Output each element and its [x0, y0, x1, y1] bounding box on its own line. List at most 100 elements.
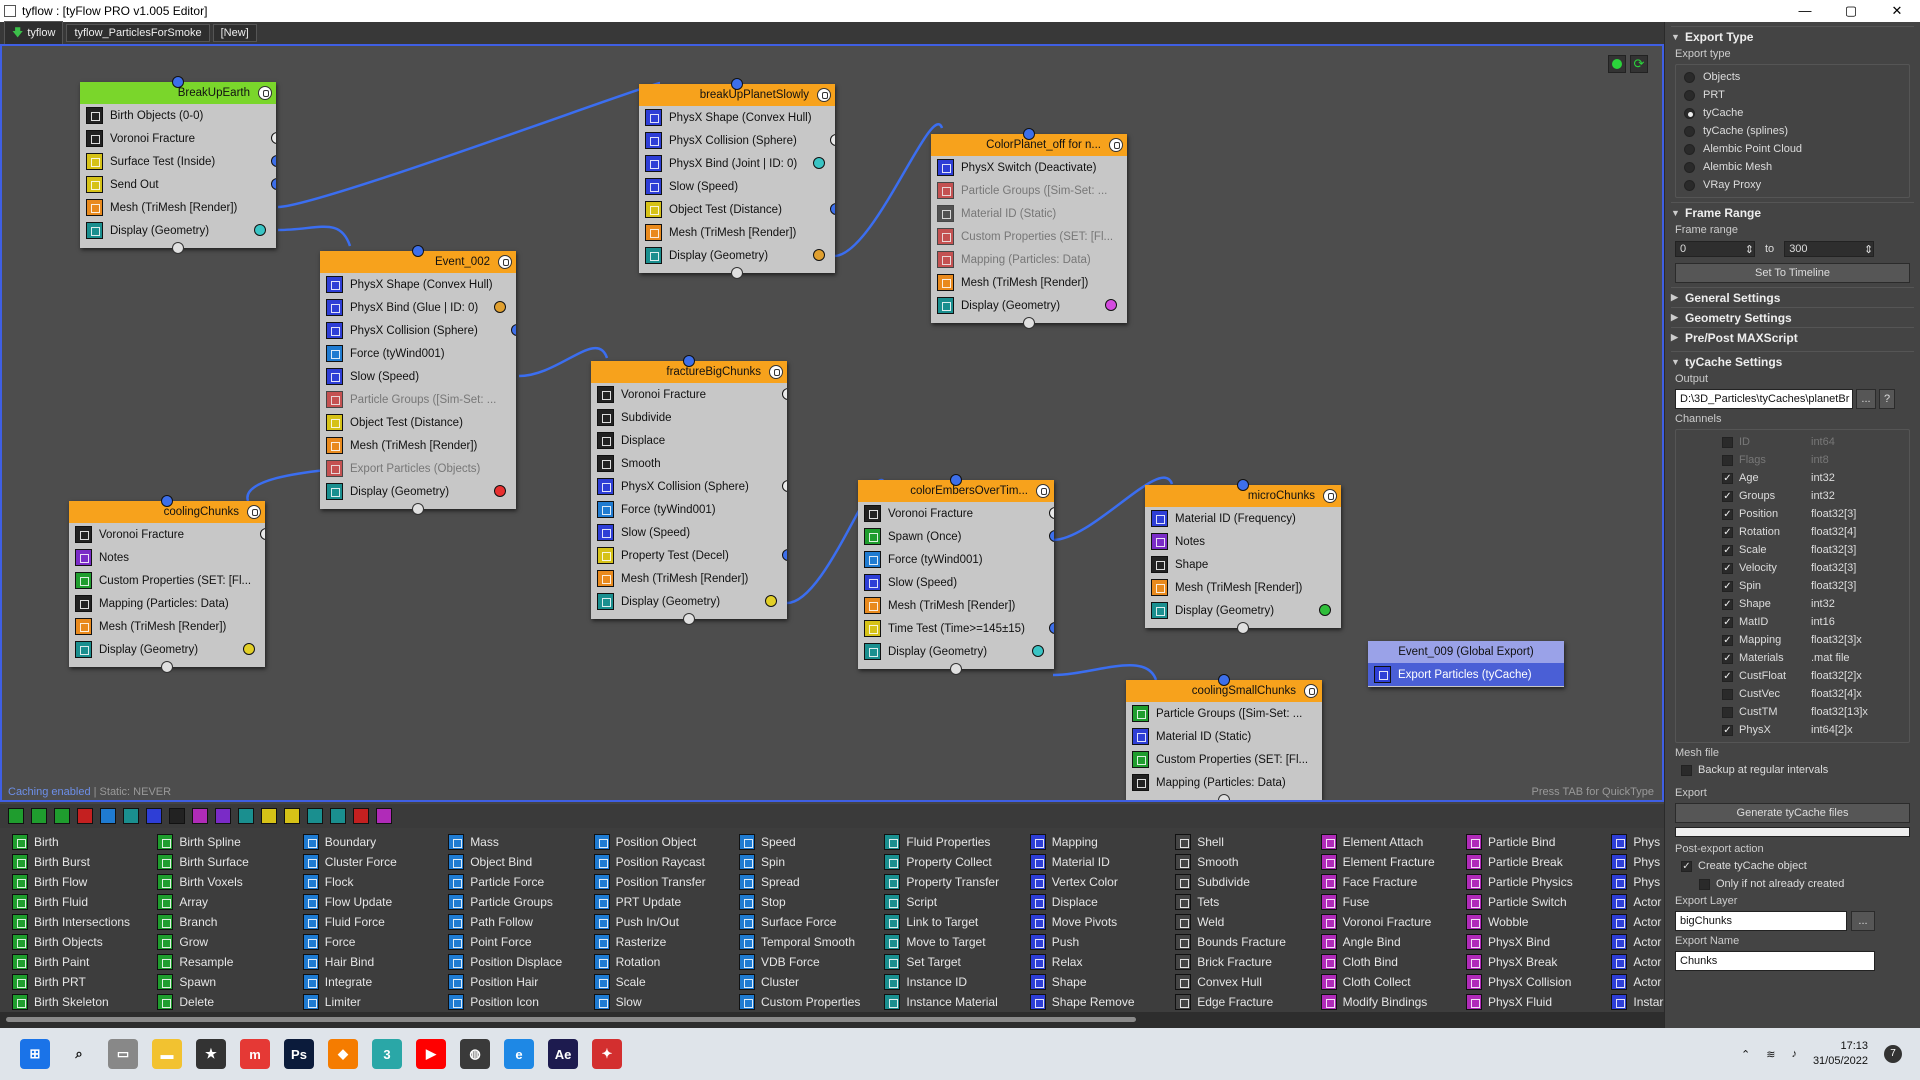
palette-operator[interactable]: Birth Spline: [157, 832, 248, 852]
input-port[interactable]: [1237, 479, 1249, 491]
palette-operator[interactable]: PhysX Bind: [1466, 932, 1573, 952]
bottom-port[interactable]: [161, 661, 173, 673]
operator-row[interactable]: Slow (Speed): [320, 365, 516, 388]
wifi-icon[interactable]: ≋: [1766, 1048, 1776, 1061]
output-port[interactable]: [1105, 299, 1117, 311]
channel-checkbox[interactable]: ✓: [1722, 580, 1733, 592]
event-node-n3[interactable]: ColorPlanet_off for n...PhysX Switch (De…: [931, 128, 1127, 329]
lightbulb-icon[interactable]: [817, 88, 831, 102]
bottom-port[interactable]: [950, 663, 962, 675]
palette-operator[interactable]: Shell: [1175, 832, 1286, 852]
palette-operator[interactable]: Position Transfer: [593, 872, 706, 892]
palette-operator[interactable]: Position Hair: [448, 972, 562, 992]
palette-operator[interactable]: Mapping: [1029, 832, 1135, 852]
palette-operator[interactable]: VDB Force: [739, 952, 860, 972]
channel-checkbox[interactable]: ✓: [1722, 490, 1733, 502]
operator-row[interactable]: Display (Geometry): [858, 640, 1054, 663]
palette-operator[interactable]: PhysX Collision: [1466, 972, 1573, 992]
operator-row[interactable]: Voronoi Fracture: [80, 127, 276, 150]
palette-operator[interactable]: Actor: [1611, 952, 1663, 972]
output-port[interactable]: [830, 134, 835, 146]
palette-operator[interactable]: Birth Surface: [157, 852, 249, 872]
create-tycache-object-checkbox[interactable]: ✓Create tyCache object: [1681, 860, 1807, 872]
palette-operator[interactable]: Path Follow: [448, 912, 562, 932]
operator-row[interactable]: Mesh (TriMesh [Render]): [69, 615, 265, 638]
palette-operator[interactable]: Resample: [157, 952, 248, 972]
backup-checkbox[interactable]: Backup at regular intervals: [1671, 761, 1914, 779]
channel-checkbox[interactable]: [1722, 454, 1733, 466]
palette-operator[interactable]: Voronoi Fracture: [1320, 912, 1435, 932]
operator-row[interactable]: Particle Groups ([Sim-Set: ...: [931, 179, 1127, 202]
operator-row[interactable]: Display (Geometry): [931, 294, 1127, 317]
palette-operator[interactable]: Link to Target: [884, 912, 999, 932]
channel-checkbox[interactable]: ✓: [1722, 508, 1733, 520]
palette-operator[interactable]: Fluid Force: [302, 912, 397, 932]
palette-scroll-thumb[interactable]: [6, 1017, 1136, 1022]
palette-operator[interactable]: Birth PRT: [12, 972, 130, 992]
close-button[interactable]: ✕: [1891, 3, 1903, 18]
operator-row[interactable]: Display (Geometry): [80, 219, 276, 242]
operator-row[interactable]: Display (Geometry): [69, 638, 265, 661]
operator-row[interactable]: Object Test (Distance): [320, 411, 516, 434]
frame-from-spinner[interactable]: 0⇕: [1675, 241, 1755, 257]
palette-operator[interactable]: Mass: [448, 832, 562, 852]
palette-operator[interactable]: Actor: [1611, 972, 1663, 992]
tab-tyflow-particles-for-smoke[interactable]: tyflow_ParticlesForSmoke: [66, 24, 210, 42]
palette-operator[interactable]: Modify Bindings: [1320, 992, 1435, 1012]
operator-row[interactable]: Custom Properties (SET: [Fl...: [69, 569, 265, 592]
palette-operator[interactable]: Instance ID: [884, 972, 999, 992]
category-filter-icon[interactable]: [353, 808, 369, 824]
input-port[interactable]: [731, 78, 743, 90]
palette-operator[interactable]: Relax: [1029, 952, 1135, 972]
input-port[interactable]: [950, 474, 962, 486]
palette-operator[interactable]: Rasterize: [593, 932, 706, 952]
palette-operator[interactable]: Property Transfer: [884, 872, 999, 892]
palette-operator[interactable]: Hair Bind: [302, 952, 397, 972]
output-port[interactable]: [813, 157, 825, 169]
search-icon[interactable]: ⌕: [75, 1046, 83, 1061]
input-port[interactable]: [1218, 674, 1230, 686]
channel-row[interactable]: ✓Materials.mat file: [1722, 652, 1850, 664]
channel-checkbox[interactable]: ✓: [1722, 544, 1733, 556]
palette-operator[interactable]: Birth: [12, 832, 130, 852]
output-port[interactable]: [1049, 530, 1054, 542]
photoshop-icon[interactable]: Ps: [284, 1039, 314, 1069]
output-path-field[interactable]: D:\3D_Particles\tyCaches\planetBr: [1675, 389, 1853, 409]
lightbulb-icon[interactable]: [258, 86, 272, 100]
output-port[interactable]: [1049, 507, 1054, 519]
input-port[interactable]: [172, 76, 184, 88]
tray-chevron-icon[interactable]: ⌃: [1741, 1048, 1751, 1061]
operator-row[interactable]: Material ID (Static): [1126, 725, 1322, 748]
frame-range-header[interactable]: ▼Frame Range: [1671, 202, 1914, 222]
output-port[interactable]: [1319, 604, 1331, 616]
export-type-header[interactable]: ▼Export Type: [1671, 26, 1914, 46]
palette-operator[interactable]: Birth Burst: [12, 852, 130, 872]
operator-row[interactable]: Particle Groups ([Sim-Set: ...: [320, 388, 516, 411]
export-type-radio[interactable]: Objects: [1676, 68, 1909, 86]
palette-operator[interactable]: Particle Physics: [1466, 872, 1573, 892]
operator-row[interactable]: Notes: [69, 546, 265, 569]
input-port[interactable]: [1023, 128, 1035, 140]
palette-operator[interactable]: Element Attach: [1320, 832, 1435, 852]
event-header[interactable]: colorEmbersOverTim...: [858, 480, 1054, 502]
event-header[interactable]: Event_002: [320, 251, 516, 273]
palette-operator[interactable]: Flock: [302, 872, 397, 892]
operator-row[interactable]: Surface Test (Inside): [80, 150, 276, 173]
category-filter-icon[interactable]: [54, 808, 70, 824]
channel-checkbox[interactable]: ✓: [1722, 598, 1733, 610]
help-button[interactable]: ?: [1879, 389, 1895, 409]
palette-operator[interactable]: PhysX Break: [1466, 952, 1573, 972]
only-if-not-created-checkbox[interactable]: Only if not already created: [1671, 875, 1914, 893]
category-filter-icon[interactable]: [31, 808, 47, 824]
event-header[interactable]: microChunks: [1145, 485, 1341, 507]
channel-checkbox[interactable]: ✓: [1722, 562, 1733, 574]
operator-row[interactable]: Export Particles (Objects): [320, 457, 516, 480]
operator-row[interactable]: Notes: [1145, 530, 1341, 553]
